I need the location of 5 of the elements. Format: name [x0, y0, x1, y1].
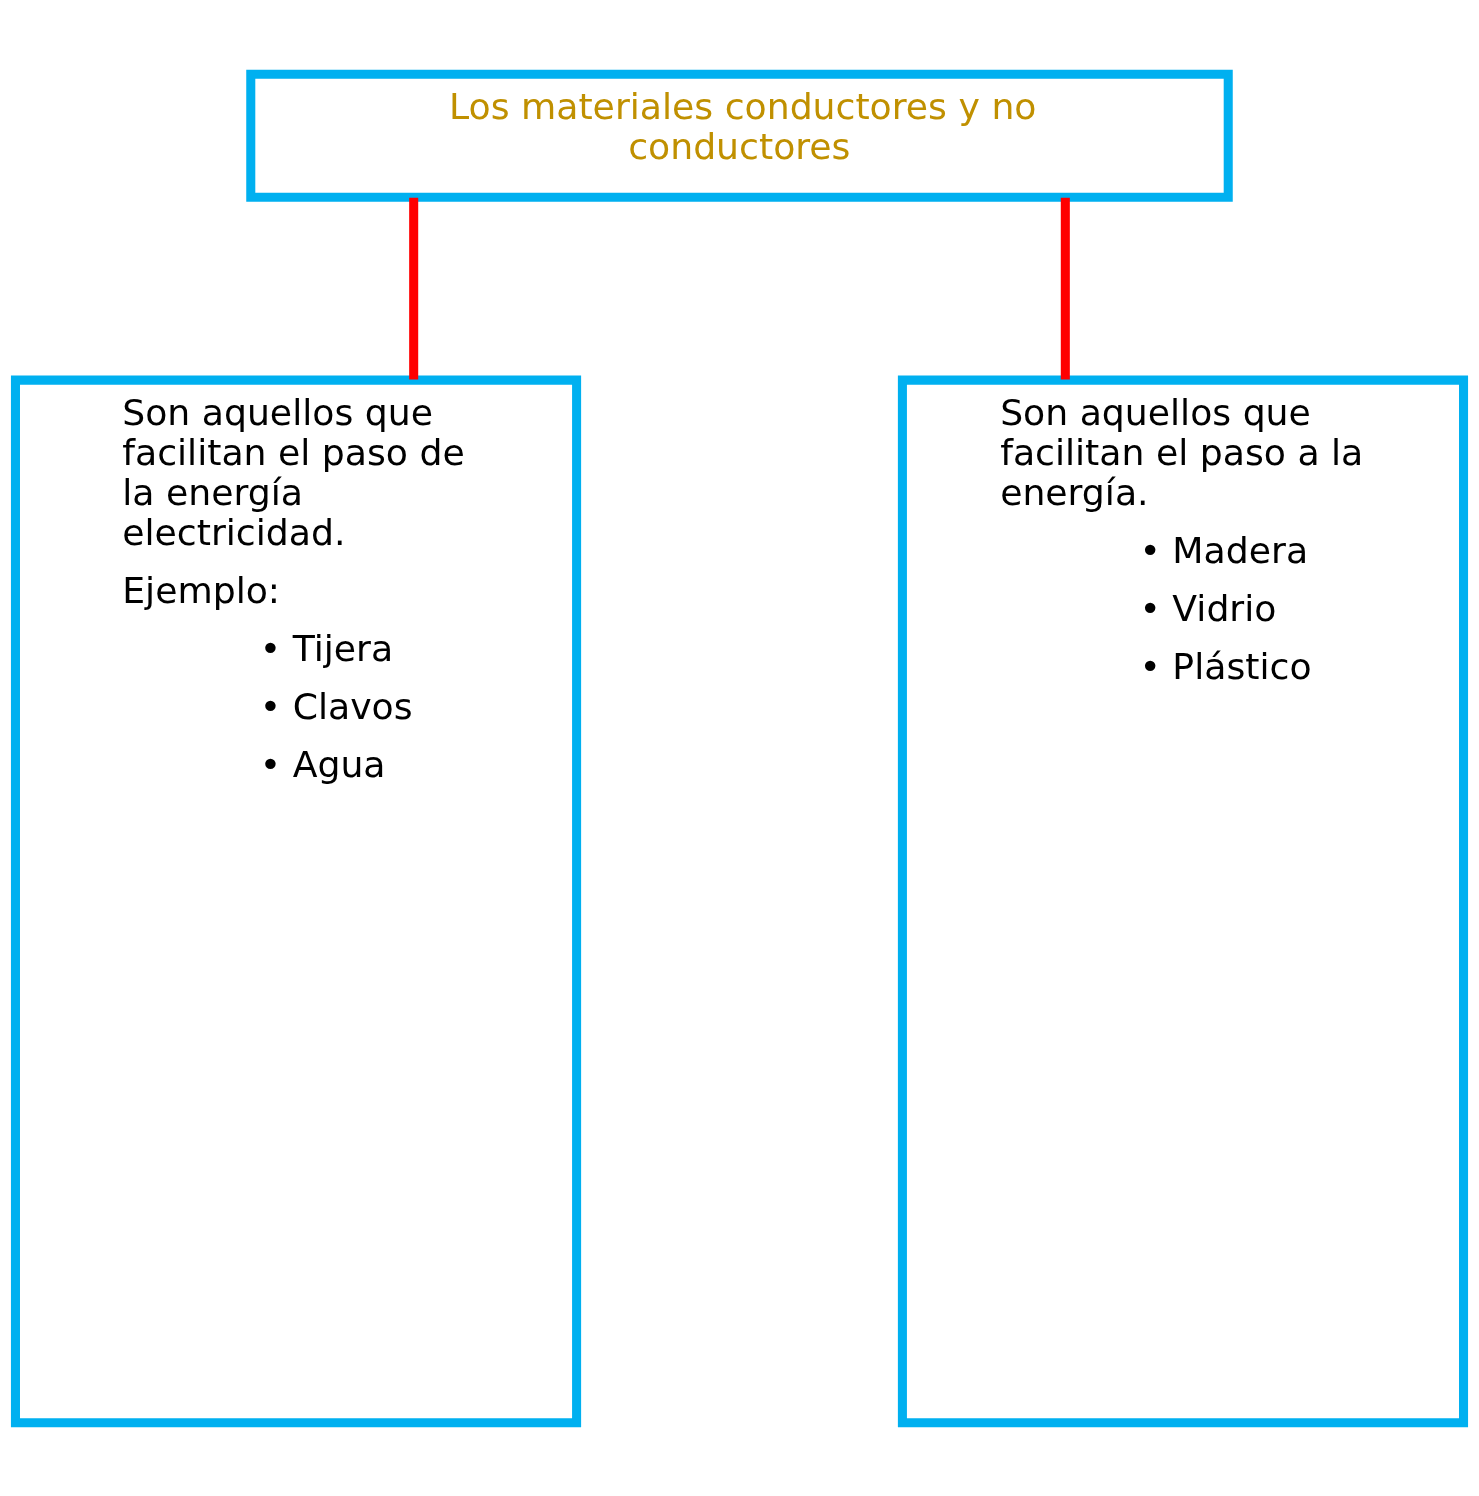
connector [409, 197, 419, 379]
node-box: Son aquellos que facilitan el paso a la energía. • Madera • Vidrio • Plástico [897, 375, 1469, 1427]
node-box: Son aquellos que facilitan el paso de la energía electricidad. Ejemplo: • Tijera • Clavos • Agua [10, 375, 582, 1427]
connector [1060, 197, 1070, 379]
node-box: Los materiales conductores y no conductores [246, 69, 1233, 202]
